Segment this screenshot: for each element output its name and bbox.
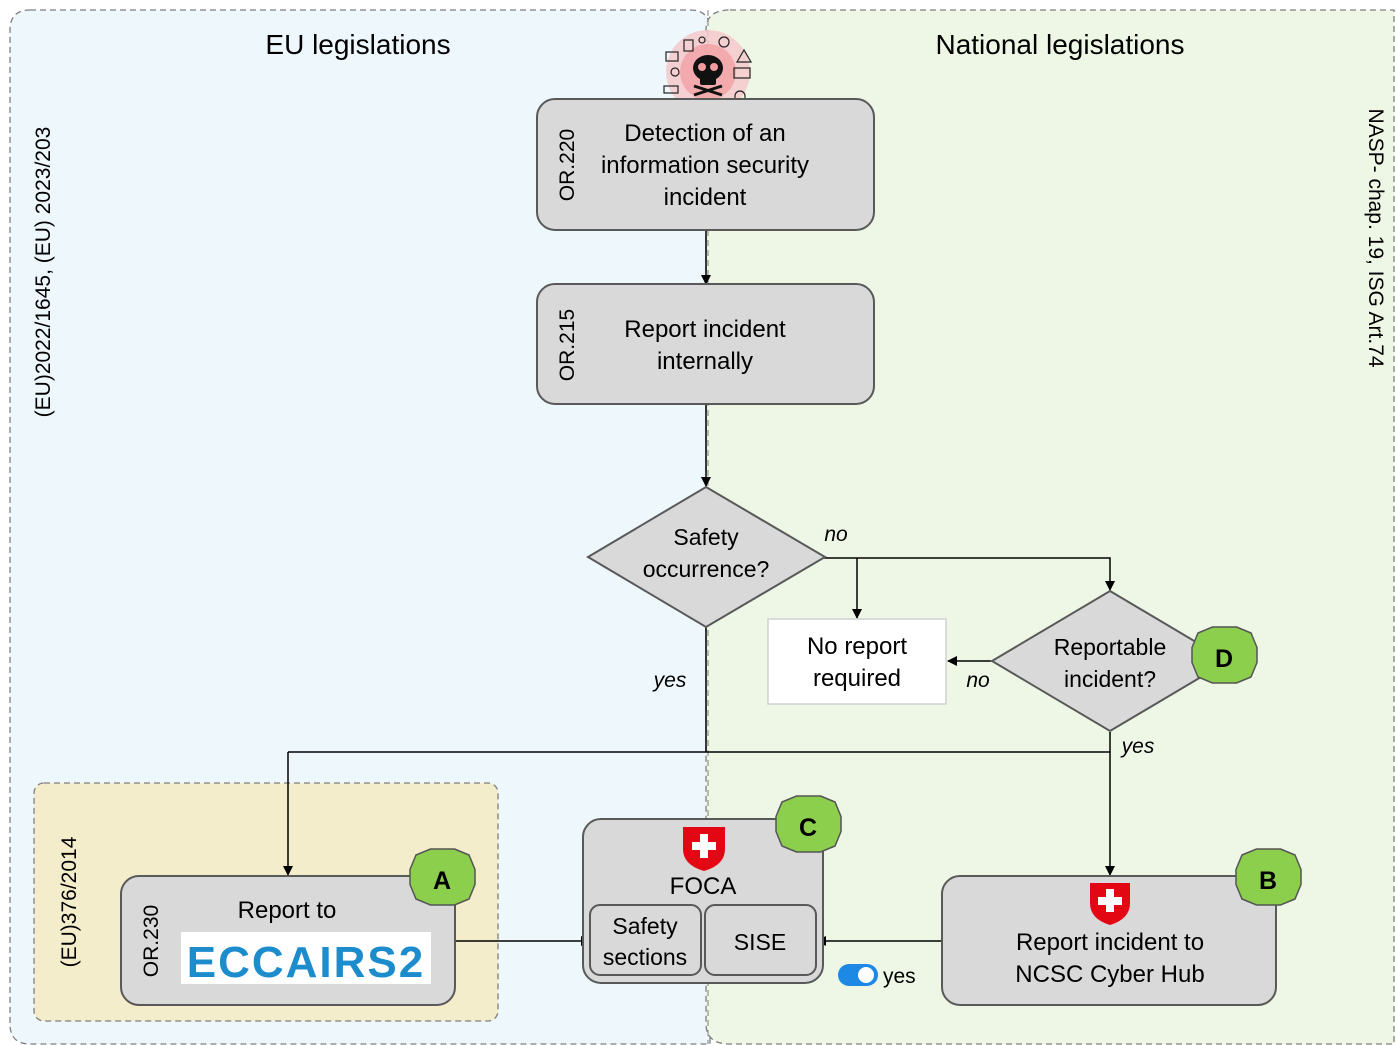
sise-label: SISE — [734, 929, 786, 955]
swiss-flag-icon — [1090, 883, 1130, 925]
battery-icon — [663, 85, 679, 94]
detection-line-2: information security — [601, 152, 809, 179]
badge-c-label: C — [799, 814, 817, 842]
badge-a: A — [409, 848, 476, 906]
key-icon — [698, 36, 706, 44]
threat-icon-cluster — [663, 30, 753, 114]
id-card-icon — [733, 67, 751, 79]
eccairs-node: OR.230 Report to ECCAIRS2 — [120, 875, 456, 1006]
toggle-label: yes — [883, 965, 916, 988]
reportable-decision-line-1: Reportable — [1054, 634, 1167, 660]
national-region-title: National legislations — [935, 29, 1184, 60]
safety-sections-line-2: sections — [603, 944, 687, 970]
reportable-decision-line-2: incident? — [1064, 666, 1156, 692]
safety-sections-line-1: Safety — [612, 913, 678, 939]
card-icon — [683, 39, 694, 52]
ncsc-node: Report incident to NCSC Cyber Hub — [941, 875, 1277, 1006]
edge-label-no-2: no — [966, 669, 990, 692]
edge-label-yes-1: yes — [652, 669, 687, 692]
report-internal-ref: OR.215 — [556, 309, 579, 381]
skull-icon — [693, 55, 723, 97]
eu-region-title: EU legislations — [265, 29, 450, 60]
badge-b: B — [1235, 848, 1302, 906]
national-legislation-label: NASP- chap. 19, ISG Art.74 — [1364, 108, 1387, 367]
no-report-node: No report required — [767, 618, 947, 705]
reportable-decision-node: Reportable incident? — [990, 589, 1230, 733]
mail-icon — [665, 51, 679, 62]
region-national — [705, 9, 1395, 1045]
eccairs-logo: ECCAIRS2 — [187, 938, 426, 987]
detection-node: OR.220 Detection of an information secur… — [536, 98, 875, 231]
sise-box — [704, 904, 817, 976]
safety-decision-line-1: Safety — [673, 524, 739, 550]
report-internal-line-1: Report incident — [624, 316, 786, 343]
connectors — [283, 230, 1115, 946]
foca-title: FOCA — [670, 873, 737, 900]
detection-ref: OR.220 — [556, 129, 579, 201]
badge-c: C — [775, 795, 842, 853]
toggle-switch[interactable] — [838, 964, 878, 986]
badge-d-label: D — [1215, 645, 1233, 673]
eccairs-regulation-label: (EU)376/2014 — [58, 836, 81, 967]
badge-b-label: B — [1259, 867, 1277, 895]
edge-label-no-1: no — [824, 523, 848, 546]
badge-d: D — [1191, 626, 1258, 684]
swiss-flag-icon — [683, 827, 725, 871]
eccairs-logo-background — [181, 932, 431, 984]
foca-node: FOCA Safety sections SISE — [582, 818, 824, 984]
report-internal-node: OR.215 Report incident internally — [536, 283, 875, 405]
ncsc-line-2: NCSC Cyber Hub — [1015, 961, 1204, 988]
eu-legislation-label: (EU)2022/1645, (EU) 2023/203 — [32, 127, 55, 418]
report-internal-line-2: internally — [657, 348, 753, 375]
eccairs-title: Report to — [238, 897, 337, 924]
detection-line-3: incident — [664, 184, 747, 211]
edge-safety-no — [824, 557, 1115, 591]
badge-a-label: A — [433, 867, 451, 895]
safety-decision-line-2: occurrence? — [643, 556, 770, 582]
fingerprint-icon — [718, 36, 730, 48]
eccairs-ref: OR.230 — [140, 905, 163, 977]
warning-icon — [735, 48, 753, 63]
detection-line-1: Detection of an — [624, 120, 785, 147]
edge-label-yes-2: yes — [1120, 735, 1155, 758]
no-report-line-2: required — [813, 665, 901, 692]
no-report-line-1: No report — [807, 633, 907, 660]
user-icon — [670, 67, 680, 77]
ncsc-line-1: Report incident to — [1016, 929, 1204, 956]
safety-decision-node: Safety occurrence? — [586, 485, 827, 629]
safety-sections-box — [589, 904, 702, 976]
